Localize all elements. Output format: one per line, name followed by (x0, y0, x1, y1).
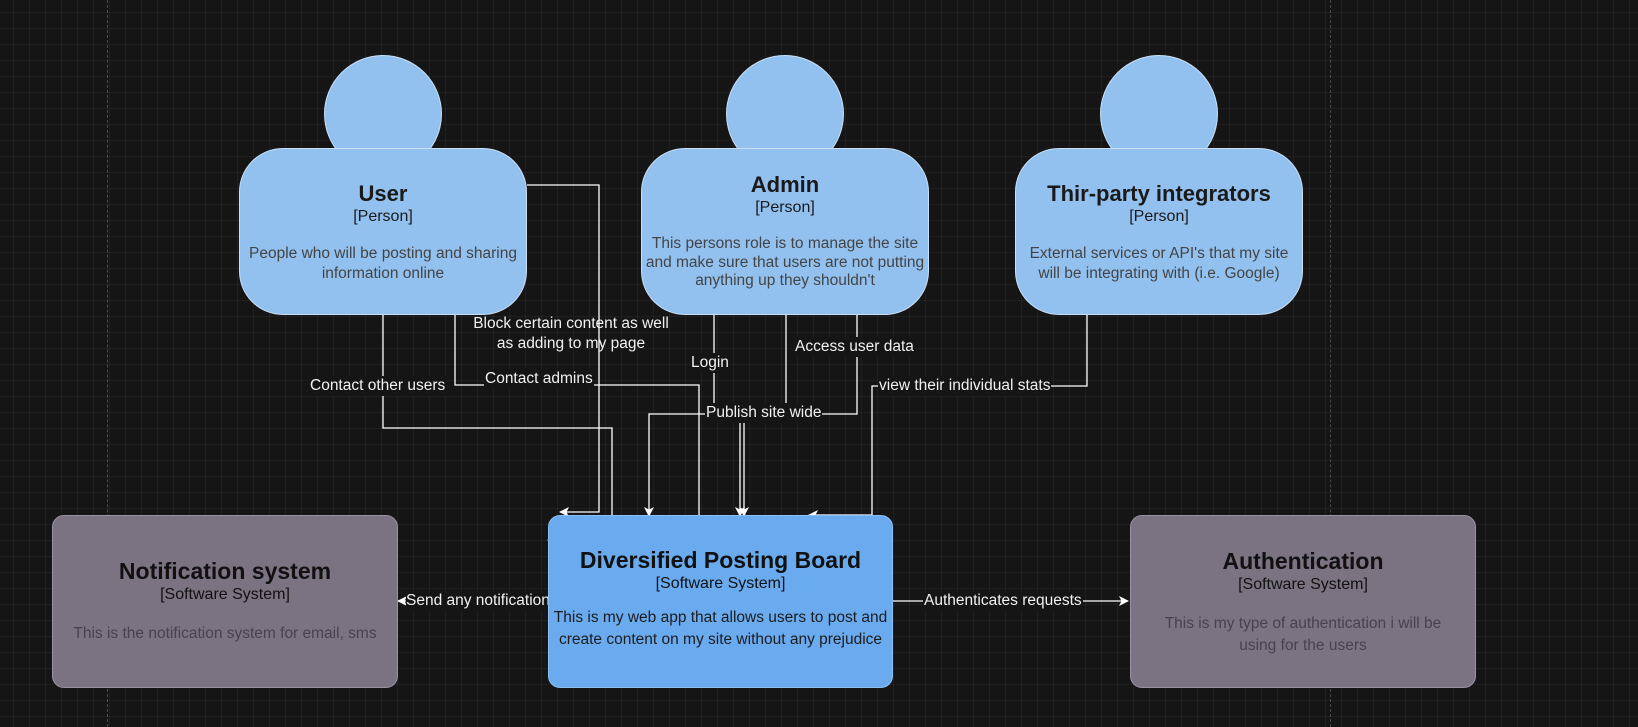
connector-user-block-content (527, 184, 600, 517)
system-authentication[interactable]: Authentication [Software System] This is… (1130, 515, 1476, 688)
system-main-description: This is my web app that allows users to … (553, 609, 888, 648)
system-diversified-posting-board[interactable]: Diversified Posting Board [Software Syst… (548, 515, 893, 688)
person-user-body: User [Person] People who will be posting… (239, 148, 527, 315)
person-integrators[interactable]: Thir-party integrators [Person] External… (1015, 55, 1303, 316)
person-user-name: User (358, 181, 408, 206)
person-user-description: People who will be posting and sharing i… (249, 245, 517, 282)
person-admin-type: [Person] (755, 199, 815, 216)
label-view-stats: view their individual stats (878, 376, 1052, 396)
label-contact-admins: Contact admins (484, 369, 594, 389)
label-send-notifications: Send any notifications (406, 591, 548, 611)
system-auth-description: This is my type of authentication i will… (1164, 615, 1442, 654)
system-notification-name: Notification system (118, 558, 332, 584)
label-login: Login (690, 353, 730, 373)
label-access-user-data: Access user data (794, 337, 915, 357)
page-guide-left (107, 0, 108, 727)
person-integrators-name: Thir-party integrators (1047, 181, 1271, 206)
person-user[interactable]: User [Person] People who will be posting… (239, 55, 527, 316)
system-notification-description: This is the notification system for emai… (73, 625, 377, 642)
page-guide-right (1330, 0, 1331, 727)
person-admin-description: This persons role is to manage the site … (645, 235, 925, 289)
system-notification[interactable]: Notification system [Software System] Th… (52, 515, 398, 688)
label-publish-site-wide: Publish site wide (705, 403, 823, 423)
system-main-type: [Software System] (655, 575, 786, 592)
person-admin[interactable]: Admin [Person] This persons role is to m… (641, 55, 929, 316)
system-auth-name: Authentication (1222, 548, 1384, 574)
person-integrators-body: Thir-party integrators [Person] External… (1015, 148, 1303, 315)
label-block-content: Block certain content as well as adding … (473, 315, 669, 352)
system-auth-type: [Software System] (1238, 576, 1368, 593)
system-main-name: Diversified Posting Board (579, 547, 862, 573)
label-contact-other-users: Contact other users (309, 376, 447, 396)
person-admin-body: Admin [Person] This persons role is to m… (641, 148, 929, 315)
person-integrators-description: External services or API's that my site … (1029, 245, 1289, 282)
person-integrators-type: [Person] (1129, 208, 1189, 225)
person-user-type: [Person] (353, 208, 413, 225)
person-admin-name: Admin (750, 172, 820, 197)
label-authenticates-requests: Authenticates requests (923, 591, 1083, 611)
system-notification-type: [Software System] (160, 586, 290, 603)
